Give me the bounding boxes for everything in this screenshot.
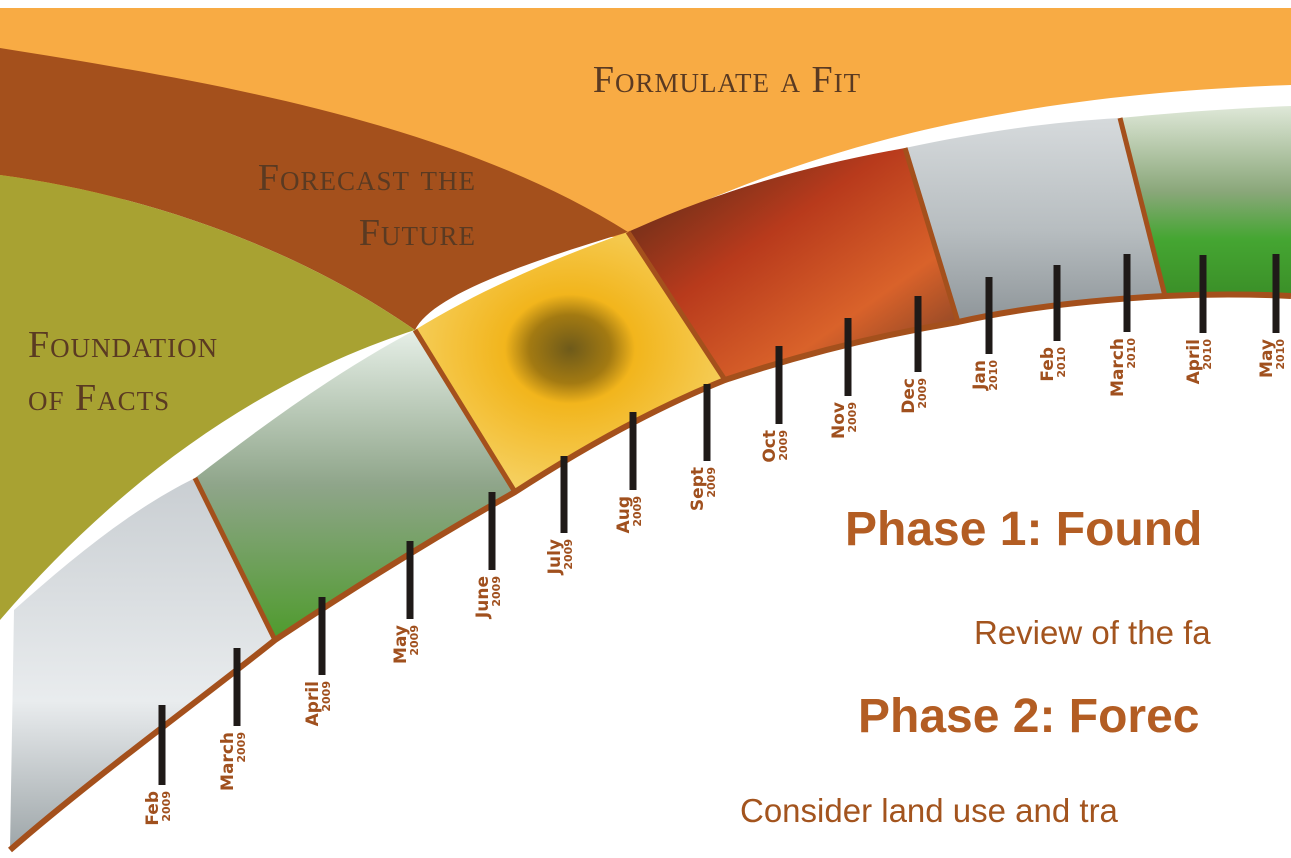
summer-sunflower-photo (415, 232, 725, 492)
phase2-description: Consider land use and tra (740, 792, 1118, 829)
timeline-year: 2009 (160, 791, 173, 822)
phase1-heading: Phase 1: Found (845, 503, 1203, 556)
timeline-month: July (545, 539, 565, 575)
timeline-year: 2010 (1055, 347, 1068, 378)
band-title-foundation-line1: Foundation (28, 324, 218, 366)
timeline-year: 2009 (490, 576, 503, 607)
timeline-year: 2009 (777, 430, 790, 461)
timeline-month: March (218, 732, 238, 791)
phase1-description: Review of the fa (974, 614, 1211, 651)
timeline-year: 2009 (916, 378, 929, 409)
timeline-month: Feb (1038, 347, 1058, 382)
timeline-month: March (1108, 338, 1128, 397)
autumn-leaves-photo (628, 148, 958, 380)
timeline-year: 2010 (1274, 339, 1287, 370)
timeline-month: May (391, 625, 411, 664)
timeline-arc (8, 291, 1291, 853)
timeline-month: Feb (143, 791, 163, 826)
timeline-month: June (473, 576, 493, 619)
timeline-month: May (1257, 339, 1277, 378)
timeline-year: 2009 (631, 496, 644, 527)
timeline-year: 2010 (987, 360, 1000, 391)
timeline-year: 2010 (1201, 339, 1214, 370)
timeline-year: 2009 (846, 402, 859, 433)
band-title-foundation-line2: of Facts (28, 377, 170, 419)
timeline-year: 2009 (408, 625, 421, 656)
spring-meadow-photo (1120, 106, 1291, 296)
spring-blossom-photo (195, 330, 515, 640)
timeline-month: Oct (760, 430, 780, 463)
timeline-year: 2009 (562, 539, 575, 570)
band-title-forecast-line1: Forecast the (258, 157, 476, 199)
winter-snow-photo (10, 478, 275, 850)
band-forecast-the-future (0, 48, 628, 330)
timeline-month: Nov (829, 402, 849, 439)
phase2-heading: Phase 2: Forec (858, 690, 1200, 743)
timeline-month: Jan (970, 360, 990, 391)
timeline-month: Dec (899, 378, 919, 414)
band-foundation-of-facts (0, 175, 415, 620)
band-title-formulate: Formulate a Fit (593, 59, 861, 101)
timeline-month: April (1184, 339, 1204, 384)
band-title-forecast-line2: Future (359, 212, 476, 254)
timeline-year: 2009 (320, 681, 333, 712)
timeline-year: 2009 (705, 467, 718, 498)
timeline-year: 2009 (235, 732, 248, 763)
timeline-month: Sept (688, 467, 708, 511)
timeline-month: April (303, 681, 323, 726)
photo-strip (8, 106, 1291, 853)
timeline-year: 2010 (1125, 338, 1138, 369)
winter-lake-photo (905, 118, 1165, 322)
timeline-month: Aug (614, 496, 634, 533)
